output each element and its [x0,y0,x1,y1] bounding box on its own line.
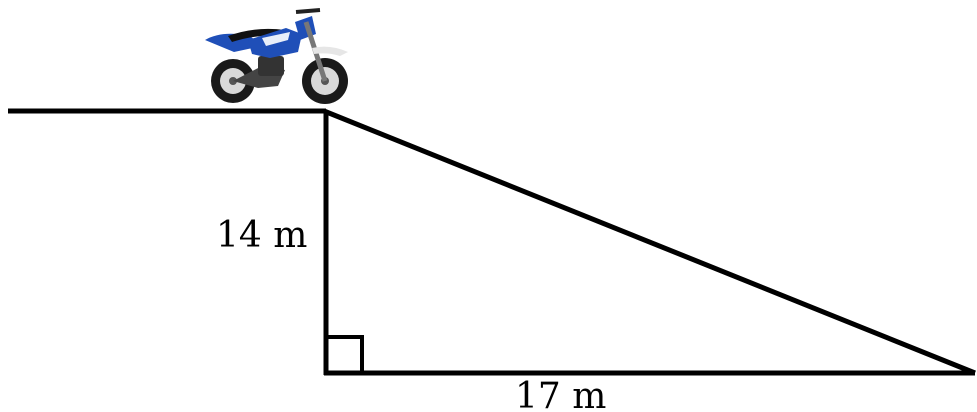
vertical-side-label: 14 m [216,215,307,256]
dirt-bike-icon [205,8,348,104]
hypotenuse-ramp [323,108,976,376]
right-angle-marker [326,335,364,373]
horizontal-side-label: 17 m [515,376,606,412]
